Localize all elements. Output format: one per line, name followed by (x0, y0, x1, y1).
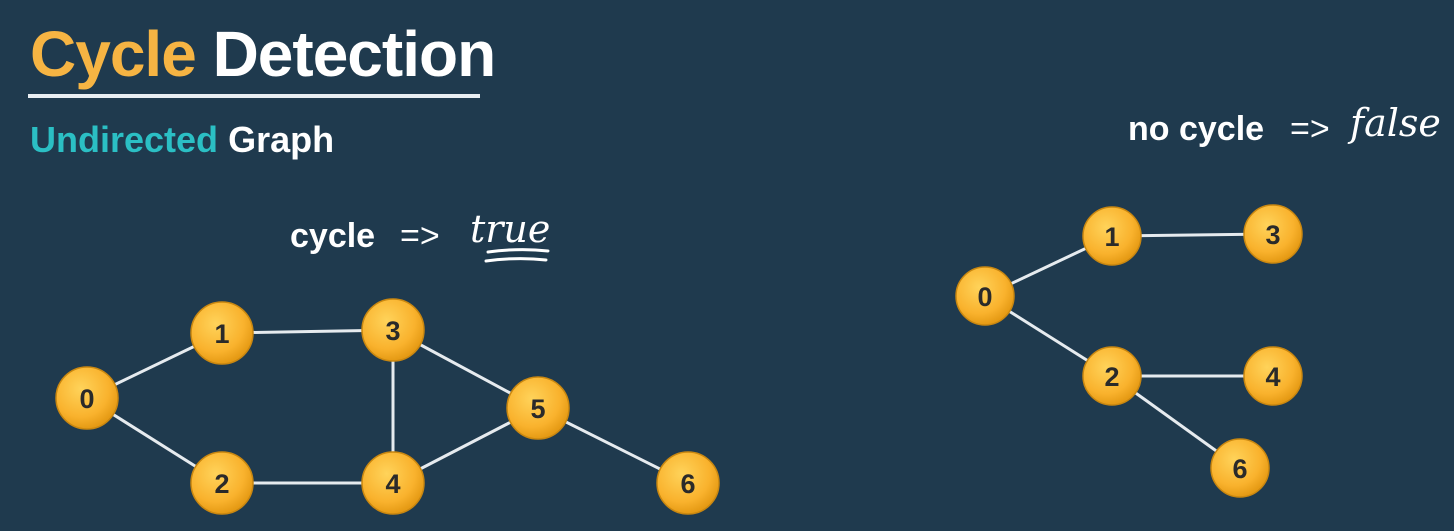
left-arrow-text: => (400, 217, 440, 255)
left-node-label-1: 1 (214, 319, 229, 349)
subtitle-word-undirected: Undirected (30, 119, 219, 160)
right-graph-nodes: 0 1 2 3 4 6 (955, 204, 1303, 498)
title-word-cycle: Cycle (30, 18, 197, 90)
left-node-circle-3 (361, 298, 425, 362)
left-node-5: 5 (506, 376, 570, 440)
result-double-underline (484, 248, 550, 263)
subtitle-word-graph: Graph (228, 119, 335, 160)
right-node-circle-1 (1082, 206, 1142, 266)
right-graph-caption: no cycle => false (1128, 101, 1441, 148)
title-word-detection: Detection (212, 18, 497, 90)
right-node-label-3: 3 (1265, 220, 1280, 250)
left-node-label-4: 4 (385, 469, 400, 499)
right-node-circle-6 (1210, 438, 1270, 498)
right-node-label-4: 4 (1265, 362, 1280, 392)
left-node-circle-4 (361, 451, 425, 515)
left-node-circle-5 (506, 376, 570, 440)
right-node-circle-2 (1082, 346, 1142, 406)
right-node-0: 0 (955, 266, 1015, 326)
left-node-1: 1 (190, 301, 254, 365)
right-node-4: 4 (1243, 346, 1303, 406)
right-node-label-2: 2 (1104, 362, 1119, 392)
left-graph-caption: cycle => true (290, 207, 550, 263)
right-node-1: 1 (1082, 206, 1142, 266)
left-caption-label: cycle (290, 217, 375, 255)
right-node-circle-0 (955, 266, 1015, 326)
left-node-label-5: 5 (530, 394, 545, 424)
right-node-label-1: 1 (1104, 222, 1119, 252)
right-node-label-0: 0 (977, 282, 992, 312)
left-node-circle-2 (190, 451, 254, 515)
left-node-circle-0 (55, 366, 119, 430)
left-node-label-3: 3 (385, 316, 400, 346)
left-node-label-6: 6 (680, 469, 695, 499)
left-node-label-2: 2 (214, 469, 229, 499)
left-node-2: 2 (190, 451, 254, 515)
left-node-6: 6 (656, 451, 720, 515)
left-graph-nodes: 0 1 2 3 4 5 6 (55, 298, 720, 515)
right-arrow-text: => (1290, 110, 1330, 148)
left-node-label-0: 0 (79, 384, 94, 414)
left-node-circle-6 (656, 451, 720, 515)
right-node-circle-4 (1243, 346, 1303, 406)
right-node-3: 3 (1243, 204, 1303, 264)
right-node-6: 6 (1210, 438, 1270, 498)
page-title: Cycle Detection (30, 16, 497, 92)
right-node-circle-3 (1243, 204, 1303, 264)
right-graph-edges (984, 232, 1274, 470)
right-node-label-6: 6 (1232, 454, 1247, 484)
left-node-3: 3 (361, 298, 425, 362)
right-caption-label: no cycle (1128, 110, 1264, 148)
left-node-0: 0 (55, 366, 119, 430)
right-node-2: 2 (1082, 346, 1142, 406)
page-subtitle: Undirected Graph (30, 118, 334, 162)
left-node-circle-1 (190, 301, 254, 365)
left-node-4: 4 (361, 451, 425, 515)
right-result-text: false (1347, 101, 1441, 145)
left-result-text: true (470, 207, 550, 251)
title-underline (28, 94, 480, 98)
